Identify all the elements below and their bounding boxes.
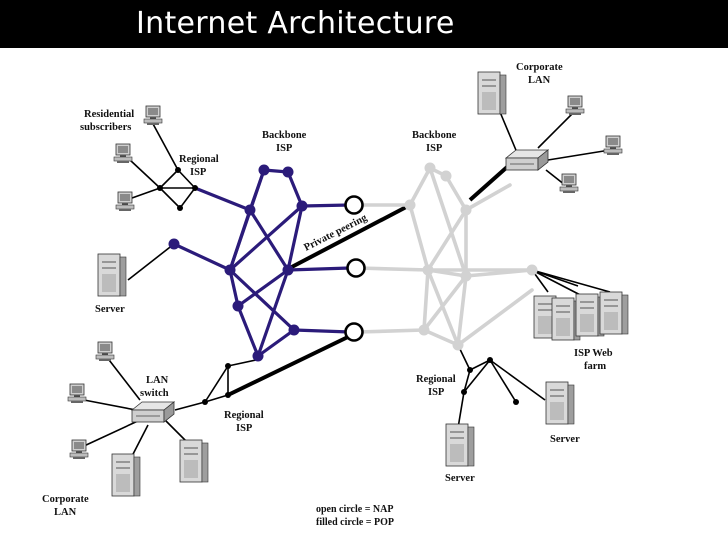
pop-points xyxy=(157,167,519,405)
corporate-pc-icon xyxy=(95,341,115,362)
server-icon xyxy=(97,253,127,297)
lan-switch-label-1: LAN xyxy=(146,375,169,386)
corporate-pc-icon xyxy=(69,439,89,460)
backbone-right-nodes xyxy=(404,162,538,351)
regional-isp-br-label-2: ISP xyxy=(428,387,445,398)
backbone-isp-left xyxy=(172,168,352,358)
isp-web-farm-label-2: farm xyxy=(584,361,606,372)
corporate-pc-icon xyxy=(603,135,623,156)
corporate-server-icon xyxy=(179,439,209,483)
backbone-right-label-2: ISP xyxy=(426,143,443,154)
backbone-isp-right xyxy=(356,166,534,347)
server-left-label: Server xyxy=(95,304,125,315)
isp-web-farm-icon xyxy=(533,291,629,341)
backbone-left-label-2: ISP xyxy=(276,143,293,154)
lan-switch-label-2: switch xyxy=(140,388,169,399)
regional-isp-bl-label-2: ISP xyxy=(236,423,253,434)
legend-open-circle: open circle = NAP xyxy=(316,504,393,515)
nap-points xyxy=(344,195,366,342)
corporate-lan-top-label-2: LAN xyxy=(528,75,551,86)
residential-pc-icon xyxy=(143,105,163,126)
residential-pc-icon xyxy=(113,143,133,164)
legend-filled-circle: filled circle = POP xyxy=(316,517,394,528)
server-icon xyxy=(445,423,475,467)
residential-label-2: subscribers xyxy=(80,122,131,133)
backbone-left-nodes xyxy=(168,164,308,362)
corporate-pc-icon xyxy=(67,383,87,404)
access-links xyxy=(83,111,611,461)
corporate-server-icon xyxy=(111,453,141,497)
corporate-pc-icon xyxy=(559,173,579,194)
corporate-lan-bottom-label-2: LAN xyxy=(54,507,77,518)
corporate-server-icon xyxy=(477,71,507,115)
corporate-pc-icon xyxy=(565,95,585,116)
regional-isp-tl-label-1: Regional xyxy=(179,154,219,165)
server-icon xyxy=(545,381,575,425)
backbone-right-label-1: Backbone xyxy=(412,130,457,141)
regional-isp-br-label-1: Regional xyxy=(416,374,456,385)
regional-isp-tl-label-2: ISP xyxy=(190,167,207,178)
corporate-lan-top-label-1: Corporate xyxy=(516,62,563,73)
backbone-left-label-1: Backbone xyxy=(262,130,307,141)
title-bar: Internet Architecture xyxy=(0,0,728,48)
corporate-switch-icon xyxy=(505,149,549,171)
slide-title: Internet Architecture xyxy=(136,6,455,41)
regional-isp-bl-label-1: Regional xyxy=(224,410,264,421)
lan-switch-icon xyxy=(131,401,175,423)
isp-web-farm-label-1: ISP Web xyxy=(574,348,613,359)
residential-label-1: Residential xyxy=(84,109,134,120)
server-bottom-label: Server xyxy=(445,473,475,484)
server-right-label: Server xyxy=(550,434,580,445)
residential-pc-icon xyxy=(115,191,135,212)
corporate-lan-bottom-label-1: Corporate xyxy=(42,494,89,505)
